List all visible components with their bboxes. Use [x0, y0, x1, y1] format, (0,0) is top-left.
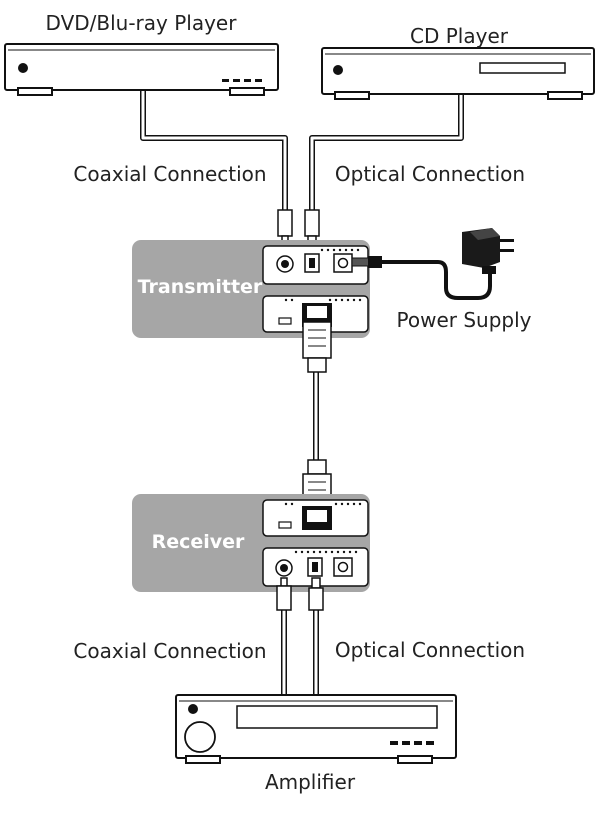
amplifier-label: Amplifier: [265, 770, 356, 794]
bottom-coaxial-label: Coaxial Connection: [73, 639, 266, 663]
top-coaxial-label: Coaxial Connection: [73, 162, 266, 186]
transmitter-label: Transmitter: [138, 276, 263, 298]
receiver-label: Receiver: [152, 531, 245, 553]
bottom-plugs: [276, 577, 324, 611]
cd-player: [321, 47, 595, 100]
power-adapter-icon: [462, 228, 514, 274]
top-optical-label: Optical Connection: [335, 162, 525, 186]
cables: [140, 90, 492, 695]
cd-player-label: CD Player: [410, 24, 509, 48]
power-plug: [351, 256, 382, 268]
receiver-unit: [132, 494, 370, 592]
dvd-player-label: DVD/Blu-ray Player: [46, 11, 238, 35]
power-supply-label: Power Supply: [397, 308, 532, 332]
dvd-player: [4, 43, 279, 96]
bottom-optical-label: Optical Connection: [335, 638, 525, 662]
amplifier: [175, 694, 457, 764]
